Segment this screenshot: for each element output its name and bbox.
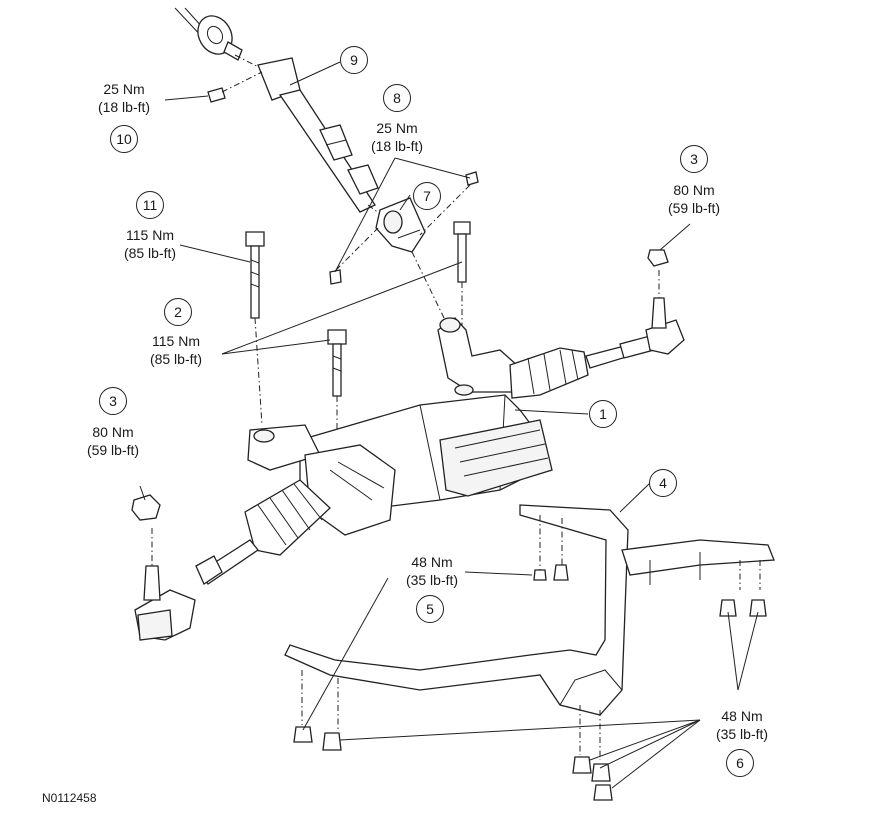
bracket-bolts [293, 564, 767, 801]
callout-10: 10 [110, 125, 138, 153]
torque-label-6: 48 Nm (35 lb-ft) [716, 707, 768, 743]
torque-nm-10: 25 Nm [103, 81, 145, 97]
callout-11: 11 [136, 191, 164, 219]
torque-label-10: 25 Nm (18 lb-ft) [98, 80, 150, 116]
intermediate-shaft [174, 7, 396, 226]
torque-lbft-5: (35 lb-ft) [405, 572, 459, 588]
torque-lbft-11: (85 lb-ft) [123, 245, 177, 261]
torque-lbft-2: (85 lb-ft) [149, 351, 203, 367]
callout-5: 5 [416, 595, 444, 623]
torque-nm-11: 115 Nm [126, 227, 174, 243]
callout-8: 8 [383, 84, 411, 112]
torque-lbft-3-right: (59 lb-ft) [667, 200, 721, 216]
steering-gear [134, 270, 685, 641]
torque-label-5: 48 Nm (35 lb-ft) [406, 553, 458, 589]
torque-label-11: 115 Nm (85 lb-ft) [124, 226, 176, 262]
torque-lbft-8: (18 lb-ft) [370, 138, 424, 154]
gear-mounting-bolts [245, 221, 471, 430]
steering-gear-bracket [284, 504, 775, 760]
torque-nm-2: 115 Nm [152, 333, 200, 349]
torque-label-3-left: 80 Nm (59 lb-ft) [87, 423, 139, 459]
torque-nm-8: 25 Nm [376, 120, 418, 136]
leader-lines [139, 61, 759, 789]
tie-rod-end-nuts [131, 249, 669, 521]
torque-nm-3-left: 80 Nm [92, 424, 134, 440]
callout-3-right: 3 [680, 145, 708, 173]
callout-6: 6 [726, 749, 754, 777]
torque-nm-5: 48 Nm [411, 554, 453, 570]
torque-lbft-6: (35 lb-ft) [715, 726, 769, 742]
torque-lbft-10: (18 lb-ft) [97, 99, 151, 115]
callout-7: 7 [413, 182, 441, 210]
torque-nm-3-right: 80 Nm [673, 182, 715, 198]
callout-4: 4 [649, 469, 677, 497]
torque-nm-6: 48 Nm [721, 708, 763, 724]
callout-1: 1 [589, 400, 617, 428]
lower-steering-shaft-coupling [375, 197, 446, 321]
torque-label-8: 25 Nm (18 lb-ft) [371, 119, 423, 155]
torque-label-2: 115 Nm (85 lb-ft) [150, 332, 202, 368]
pinch-bolt [329, 171, 479, 285]
callout-9: 9 [340, 46, 368, 74]
callout-2: 2 [164, 298, 192, 326]
figure-id: N0112458 [42, 791, 97, 805]
torque-lbft-3-left: (59 lb-ft) [86, 442, 140, 458]
callout-3-left: 3 [99, 387, 127, 415]
intermediate-shaft-bolt [207, 71, 263, 103]
torque-label-3-right: 80 Nm (59 lb-ft) [668, 181, 720, 217]
